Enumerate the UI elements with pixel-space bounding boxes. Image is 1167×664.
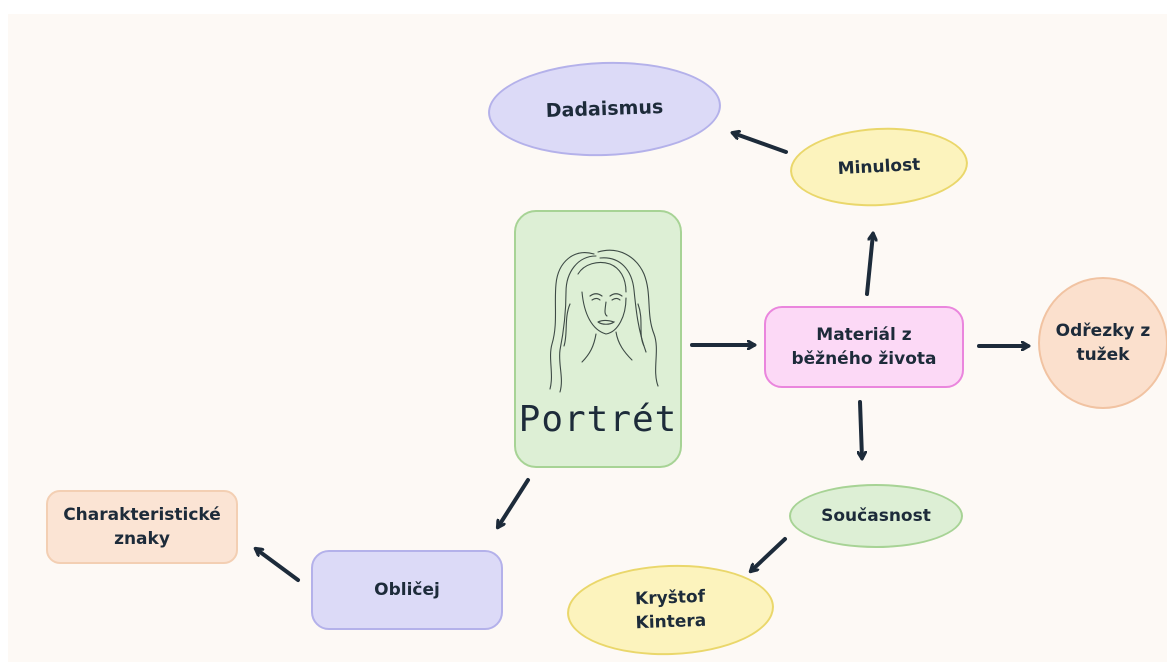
arrow-material-to-minulost	[865, 234, 873, 296]
node-label: Kryštof Kintera	[634, 586, 707, 634]
node-oblicej: Obličej	[311, 550, 503, 630]
node-label: Odřezky z tužek	[1055, 321, 1151, 365]
node-label: Minulost	[837, 154, 921, 180]
node-label: Dadaismus	[545, 95, 664, 123]
node-label: Obličej	[374, 580, 440, 600]
arrow-oblicej-to-charakter	[256, 549, 300, 582]
arrow-soucasnost-to-kristof	[751, 537, 787, 571]
node-soucasnost: Současnost	[789, 484, 963, 548]
woman-face-sketch-icon	[549, 249, 659, 393]
arrow-minulost-to-dadaismus	[733, 133, 788, 154]
arrow-portret-to-oblicej	[498, 478, 530, 527]
node-label: Portrét	[518, 399, 678, 440]
node-portret: Portrét	[514, 210, 682, 468]
node-label: Charakteristické znaky	[63, 505, 221, 549]
node-label: Materiál z běžného života	[791, 325, 937, 369]
node-odrezky: Odřezky z tužek	[1038, 277, 1167, 409]
node-charakter: Charakteristické znaky	[46, 490, 238, 564]
arrow-material-to-soucasnost	[860, 400, 862, 458]
node-material: Materiál z běžného života	[764, 306, 964, 388]
node-label: Současnost	[821, 506, 931, 526]
